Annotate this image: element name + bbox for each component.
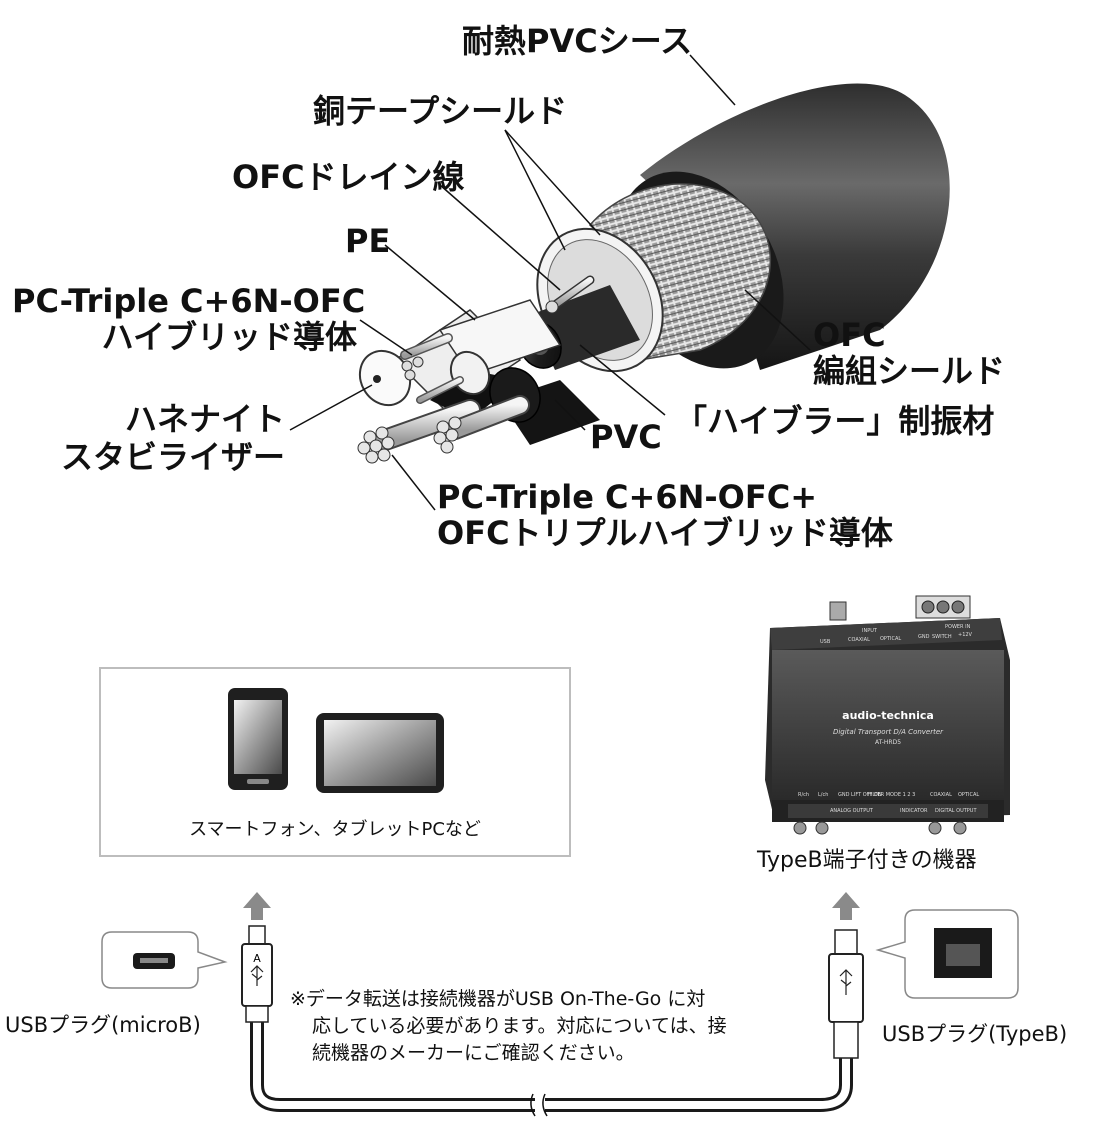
typeb-device-caption: TypeB端子付きの機器 bbox=[757, 848, 977, 873]
device-top-label-input: INPUT bbox=[862, 628, 878, 634]
label-stabilizer-line1: ハネナイト bbox=[124, 400, 285, 438]
device-top-label-optical: OPTICAL bbox=[880, 636, 901, 642]
device-top-label-coax: COAXIAL bbox=[848, 637, 870, 643]
label-braid-line1: OFC bbox=[813, 316, 886, 354]
triple-conductor-left bbox=[357, 399, 481, 464]
cable-break-icon bbox=[530, 1093, 548, 1117]
otg-note: ※データ転送は接続機器がUSB On-The-Go に対 応している必要がありま… bbox=[290, 986, 810, 1067]
device-bottom-label-filter: FILTER MODE 1 2 3 bbox=[868, 792, 915, 798]
device-bottom-label-optical: OPTICAL bbox=[958, 792, 979, 798]
otg-note-line-3: 続機器のメーカーにご確認ください。 bbox=[312, 1042, 635, 1064]
device-bottom-label-gndlift: GND LIFT OFF ON bbox=[838, 792, 882, 798]
label-braid-line2: 編組シールド bbox=[813, 352, 1006, 390]
tablet-icon bbox=[316, 713, 444, 793]
label-triple-line2: OFCトリプルハイブリッド導体 bbox=[437, 514, 893, 552]
device-top-label-usb: USB bbox=[820, 639, 831, 645]
microb-plug-label: USBプラグ(microB) bbox=[5, 1013, 201, 1037]
arrow-up-left-icon bbox=[243, 892, 271, 920]
device-bottom-label-analog: ANALOG OUTPUT bbox=[830, 808, 874, 814]
device-top-label-12v: +12V bbox=[958, 632, 973, 638]
label-damper: 「ハイブラー」制振材 bbox=[675, 402, 995, 440]
label-pe: PE bbox=[345, 222, 391, 260]
label-drain: OFCドレイン線 bbox=[232, 158, 465, 196]
label-triple-line1: PC-Triple C+6N-OFC+ bbox=[437, 478, 818, 516]
typeb-plug bbox=[828, 929, 864, 1059]
otg-note-line-2: 応している必要があります。対応については、接 bbox=[312, 1015, 727, 1037]
microb-callout bbox=[101, 931, 228, 989]
drain-wire bbox=[545, 275, 595, 314]
typeb-callout bbox=[875, 909, 1019, 999]
leader-lines bbox=[289, 54, 811, 511]
label-hybrid-line1: PC-Triple C+6N-OFC bbox=[12, 282, 366, 320]
cable-illustration bbox=[357, 83, 950, 464]
device-subtitle: Digital Transport D/A Converter bbox=[833, 728, 944, 736]
device-bottom-label-coax: COAXIAL bbox=[930, 792, 952, 798]
device-bottom-label-r: R/ch bbox=[798, 792, 809, 798]
dac-device: audio-technica Digital Transport D/A Con… bbox=[765, 595, 1010, 835]
label-pvc: PVC bbox=[590, 418, 662, 456]
label-stabilizer-line2: スタビライザー bbox=[60, 438, 285, 476]
label-hybrid-line2: ハイブリッド導体 bbox=[101, 318, 357, 356]
typeb-plug-label: USBプラグ(TypeB) bbox=[882, 1022, 1068, 1046]
device-bottom-label-indicator: INDICATOR bbox=[900, 808, 928, 814]
label-sheath: 耐熱PVCシース bbox=[462, 22, 693, 60]
device-brand: audio-technica bbox=[842, 709, 934, 722]
hybrid-conductor bbox=[400, 333, 453, 381]
triple-conductor-right bbox=[433, 395, 530, 454]
device-top-label-switch: SWITCH bbox=[932, 634, 952, 640]
label-copper-tape: 銅テープシールド bbox=[313, 92, 568, 130]
device-model: AT-HRD5 bbox=[875, 739, 901, 746]
pvc-sheath bbox=[640, 83, 950, 371]
arrow-up-right-icon bbox=[832, 892, 860, 920]
device-bottom-label-digital: DIGITAL OUTPUT bbox=[935, 808, 977, 814]
device-top-label-gnd: GND bbox=[918, 634, 930, 640]
otg-note-line-1: ※データ転送は接続機器がUSB On-The-Go に対 bbox=[290, 988, 706, 1010]
smartphone-icon bbox=[228, 688, 288, 790]
device-bottom-label-l: L/ch bbox=[818, 792, 828, 798]
source-devices-caption: スマートフォン、タブレットPCなど bbox=[189, 819, 481, 840]
plug-letter: A bbox=[253, 952, 261, 965]
microb-plug: A bbox=[241, 925, 273, 1023]
device-top-label-powerin: POWER IN bbox=[945, 624, 971, 630]
